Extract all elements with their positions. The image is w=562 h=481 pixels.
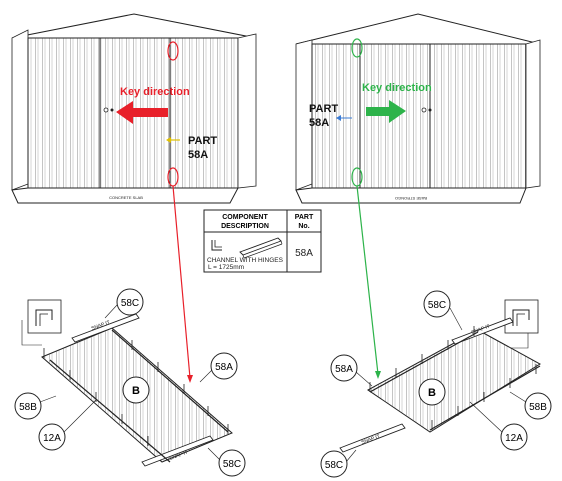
- callout-58a-left: [210, 352, 238, 380]
- callout-label: 12A: [505, 433, 523, 444]
- callout-58c-top-right: [423, 290, 451, 318]
- table-header-part-line1: PART: [295, 214, 314, 221]
- key-direction-label-right: Key direction: [362, 82, 432, 94]
- callout-58b-right: [524, 392, 552, 420]
- callout-b-right: [418, 378, 446, 406]
- callout-12a-left: [38, 423, 66, 451]
- callout-58b-left: [14, 392, 42, 420]
- callout-label: B: [132, 385, 140, 397]
- table-header-description-line2: DESCRIPTION: [221, 223, 269, 230]
- callout-12a-right: [500, 423, 528, 451]
- callout-label: B: [428, 387, 436, 399]
- callout-label: 58C: [223, 459, 241, 470]
- shed-right: [295, 13, 541, 204]
- callout-label: 58A: [215, 362, 233, 373]
- snap-label-right-bottom: SNAP IT: [361, 434, 381, 446]
- guide-line-right: [356, 185, 379, 375]
- key-direction-arrow-right-icon: [366, 100, 406, 123]
- table-item-part: 58A: [295, 248, 313, 259]
- part-label-right-line2: 58A: [309, 117, 329, 129]
- panel-right: SNAP IT SNAP IT 58C 58A B 58B 12A 58C: [320, 290, 552, 478]
- table-item-length: L = 1725mm: [208, 264, 244, 271]
- callout-58c-top-left: [116, 288, 144, 316]
- part-label-left-line2: 58A: [188, 149, 208, 161]
- component-table: COMPONENT DESCRIPTION PART No. CHANNEL W…: [203, 209, 322, 273]
- table-header-description-line1: COMPONENT: [222, 214, 268, 221]
- channel-with-hinges-icon: [211, 237, 283, 259]
- callout-label: 12A: [43, 433, 61, 444]
- callout-58c-bottom-left: [218, 449, 246, 477]
- part-label-left-line1: PART: [188, 135, 217, 147]
- base-label-left: CONCRETE SLAB: [109, 195, 143, 200]
- callout-label: 58A: [335, 364, 353, 375]
- callout-b-left: [122, 376, 150, 404]
- part-label-right-line1: PART: [309, 103, 338, 115]
- table-item-name: CHANNEL WITH HINGES: [207, 257, 284, 264]
- guide-line-left: [172, 185, 191, 379]
- key-direction-label-left: Key direction: [120, 86, 190, 98]
- callout-label: 58B: [19, 402, 37, 413]
- table-header-part-line2: No.: [298, 223, 309, 230]
- callout-label: 58B: [529, 402, 547, 413]
- panel-left: SNAP IT SNAP IT 58C 58A B 58B 12A 58C: [14, 288, 246, 477]
- key-direction-arrow-left-icon: [116, 101, 168, 124]
- shed-left: [11, 13, 257, 204]
- callout-label: 58C: [428, 300, 446, 311]
- base-label-right: BASE STRONGO: [395, 196, 427, 201]
- callout-label: 58C: [121, 298, 139, 309]
- callout-58a-right: [330, 354, 358, 382]
- callout-label: 58C: [325, 460, 343, 471]
- callout-58c-bottom-right: [320, 450, 348, 478]
